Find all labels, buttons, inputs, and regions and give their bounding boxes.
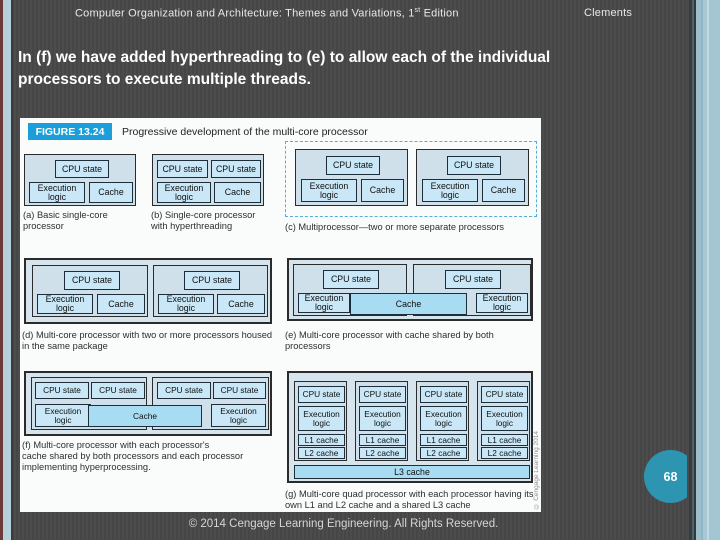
diagram-g-package: CPU state Execution logic L1 cache L2 ca… xyxy=(287,371,533,483)
figure-title: Progressive development of the multi-cor… xyxy=(122,126,368,138)
cpu-state-box: CPU state xyxy=(326,156,380,175)
caption-f-line2: cache shared by both processors and each… xyxy=(22,451,244,462)
cpu-state-box: CPU state xyxy=(298,386,345,403)
left-edge-decoration xyxy=(0,0,13,540)
header-title-edition: Edition xyxy=(420,7,459,20)
caption-b-line2: with hyperthreading xyxy=(151,221,233,232)
cpu-state-box: CPU state xyxy=(323,270,379,289)
execution-logic-box: Execution logic xyxy=(481,406,528,431)
caption-f: (f) Multi-core processor with each proce… xyxy=(22,440,243,473)
l1-cache-box: L1 cache xyxy=(359,434,406,446)
l2-cache-box: L2 cache xyxy=(359,447,406,459)
diagram-c-processor-1: CPU state Execution logic Cache xyxy=(295,149,408,206)
execution-logic-box: Execution logic xyxy=(211,404,266,427)
caption-e: (e) Multi-core processor with cache shar… xyxy=(285,330,494,352)
caption-g: (g) Multi-core quad processor with each … xyxy=(285,489,534,511)
slide-header-title: Computer Organization and Architecture: … xyxy=(75,7,459,20)
diagram-g-core-4: CPU state Execution logic L1 cache L2 ca… xyxy=(477,381,530,461)
cpu-state-box: CPU state xyxy=(420,386,467,403)
execution-logic-box: Execution logic xyxy=(157,182,211,203)
diagram-c-multiprocessor: CPU state Execution logic Cache CPU stat… xyxy=(285,141,537,217)
execution-logic-box: Execution logic xyxy=(158,294,214,314)
diagram-d-package: CPU state Execution logic Cache CPU stat… xyxy=(24,258,272,324)
slide-body-text: In (f) we have added hyperthreading to (… xyxy=(18,47,550,91)
execution-logic-box: Execution logic xyxy=(359,406,406,431)
diagram-g-core-2: CPU state Execution logic L1 cache L2 ca… xyxy=(355,381,408,461)
cache-box: Cache xyxy=(97,294,145,314)
figure-credit: © Cengage Learning 2014 xyxy=(533,431,540,510)
diagram-f-package: CPU state CPU state Execution logic CPU … xyxy=(24,371,272,436)
execution-logic-box: Execution logic xyxy=(476,293,528,313)
diagram-b-processor: CPU state CPU state Execution logic Cach… xyxy=(152,154,264,206)
right-edge-decoration xyxy=(687,0,720,540)
execution-logic-box: Execution logic xyxy=(29,182,85,203)
diagram-f-processor-2: CPU state CPU state Execution logic xyxy=(152,377,269,430)
cache-box: Cache xyxy=(217,294,265,314)
execution-logic-box: Execution logic xyxy=(298,406,345,431)
caption-d-line1: (d) Multi-core processor with two or mor… xyxy=(22,330,273,340)
caption-a: (a) Basic single-core processor xyxy=(23,210,108,232)
cache-box: Cache xyxy=(89,182,133,203)
execution-logic-box: Execution logic xyxy=(422,179,478,202)
caption-a-line1: (a) Basic single-core xyxy=(23,210,108,220)
execution-logic-box: Execution logic xyxy=(35,404,91,427)
caption-g-line2: own L1 and L2 cache and a shared L3 cach… xyxy=(285,500,471,511)
caption-g-line1: (g) Multi-core quad processor with each … xyxy=(285,489,534,499)
body-line-2: processors to execute multiple threads. xyxy=(18,71,311,88)
diagram-a-processor: CPU state Execution logic Cache xyxy=(24,154,136,206)
cpu-state-box: CPU state xyxy=(445,270,501,289)
cpu-state-box: CPU state xyxy=(35,382,89,399)
diagram-g-core-1: CPU state Execution logic L1 cache L2 ca… xyxy=(294,381,347,461)
diagram-e-package: CPU state Execution logic CPU state Exec… xyxy=(287,258,533,321)
caption-a-line2: processor xyxy=(23,221,64,232)
cpu-state-box: CPU state xyxy=(481,386,528,403)
execution-logic-box: Execution logic xyxy=(298,293,350,313)
cpu-state-box: CPU state xyxy=(157,382,211,399)
caption-d-line2: in the same package xyxy=(22,341,108,352)
cache-box: Cache xyxy=(214,182,261,203)
execution-logic-box: Execution logic xyxy=(301,179,357,202)
l3-cache-box: L3 cache xyxy=(294,465,530,479)
diagram-d-processor-2: CPU state Execution logic Cache xyxy=(153,265,268,317)
cache-box: Cache xyxy=(361,179,404,202)
diagram-d-processor-1: CPU state Execution logic Cache xyxy=(32,265,148,317)
cpu-state-box: CPU state xyxy=(211,160,261,178)
figure-panel: FIGURE 13.24 Progressive development of … xyxy=(20,118,541,512)
caption-c: (c) Multiprocessor—two or more separate … xyxy=(285,222,505,232)
cpu-state-box: CPU state xyxy=(184,271,240,290)
l2-cache-box: L2 cache xyxy=(481,447,528,459)
cpu-state-box: CPU state xyxy=(213,382,266,399)
l2-cache-box: L2 cache xyxy=(298,447,345,459)
body-line-1: In (f) we have added hyperthreading to (… xyxy=(18,49,551,66)
cpu-state-box: CPU state xyxy=(64,271,120,290)
caption-b: (b) Single-core processor with hyperthre… xyxy=(151,210,255,232)
l1-cache-box: L1 cache xyxy=(420,434,467,446)
slide-footer-copyright: © 2014 Cengage Learning Engineering. All… xyxy=(188,518,499,530)
caption-b-line1: (b) Single-core processor xyxy=(151,210,256,220)
caption-f-line3: implementing hyperprocessing. xyxy=(22,462,151,473)
cpu-state-box: CPU state xyxy=(55,160,109,178)
header-title-superscript: st xyxy=(414,7,421,14)
cache-box: Cache xyxy=(482,179,525,202)
caption-e-line2: processors xyxy=(285,341,331,352)
figure-number-label: FIGURE 13.24 xyxy=(28,123,112,140)
header-title-text: Computer Organization and Architecture: … xyxy=(75,7,415,20)
l1-cache-box: L1 cache xyxy=(298,434,345,446)
execution-logic-box: Execution logic xyxy=(37,294,93,314)
diagram-g-core-3: CPU state Execution logic L1 cache L2 ca… xyxy=(416,381,469,461)
execution-logic-box: Execution logic xyxy=(420,406,467,431)
cpu-state-box: CPU state xyxy=(91,382,145,399)
cpu-state-box: CPU state xyxy=(359,386,406,403)
shared-cache-box: Cache xyxy=(88,405,202,427)
caption-f-line1: (f) Multi-core processor with each proce… xyxy=(22,440,210,450)
caption-e-line1: (e) Multi-core processor with cache shar… xyxy=(285,330,494,340)
cpu-state-box: CPU state xyxy=(447,156,501,175)
diagram-c-processor-2: CPU state Execution logic Cache xyxy=(416,149,529,206)
l1-cache-box: L1 cache xyxy=(481,434,528,446)
slide-header-author: Clements xyxy=(584,7,633,19)
l2-cache-box: L2 cache xyxy=(420,447,467,459)
cpu-state-box: CPU state xyxy=(157,160,208,178)
shared-cache-box: Cache xyxy=(350,293,467,315)
caption-d: (d) Multi-core processor with two or mor… xyxy=(22,330,272,352)
